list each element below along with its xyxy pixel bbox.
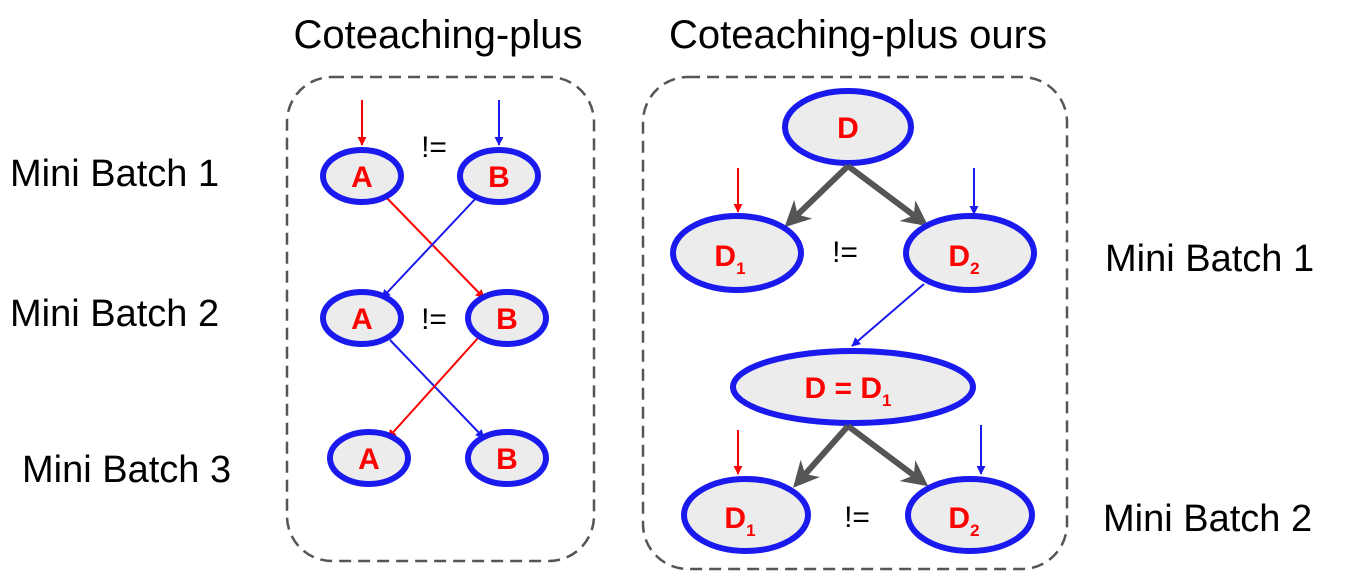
split-arrow-right-1	[846, 163, 929, 227]
node-a-batch-3	[327, 429, 411, 487]
node-b-batch-1	[457, 147, 541, 205]
node-d2-batch-2-label: D2	[948, 502, 979, 540]
split-arrow-right-2	[846, 423, 929, 487]
cross-arrow-a-to-b-1	[382, 193, 485, 299]
neq-batch-2: !=	[421, 303, 447, 336]
neq-right-batch-1: !=	[832, 236, 858, 269]
node-d-top	[782, 88, 914, 166]
node-merge-label: D = D1	[805, 372, 892, 410]
right-row-label-2: Mini Batch 2	[1103, 498, 1312, 540]
node-d1-batch-1	[670, 213, 804, 293]
neq-batch-1: !=	[421, 131, 447, 164]
node-d2-batch-1	[903, 213, 1037, 293]
node-d2-batch-2	[905, 476, 1035, 554]
node-d2-batch-1-label: D2	[948, 240, 979, 278]
right-panel-box	[641, 75, 1069, 571]
node-a-batch-2-label: A	[351, 303, 373, 336]
node-d1-batch-2	[681, 476, 811, 554]
left-panel-title: Coteaching-plus	[293, 13, 582, 57]
node-b-batch-2	[465, 289, 549, 347]
update-arrow-d2-to-merge	[851, 283, 925, 347]
cross-arrow-a-to-b-2	[389, 339, 485, 439]
left-panel-box	[285, 75, 596, 563]
neq-right-batch-2: !=	[844, 501, 870, 534]
split-arrow-left-1	[784, 163, 851, 228]
node-merge	[730, 348, 976, 426]
node-b-batch-1-label: B	[488, 161, 510, 194]
node-a-batch-1-label: A	[351, 161, 373, 194]
left-row-label-2: Mini Batch 2	[10, 293, 219, 335]
node-d1-batch-1-label: D1	[714, 240, 745, 278]
node-b-batch-3-label: B	[496, 443, 518, 476]
node-a-batch-3-label: A	[358, 443, 380, 476]
node-d1-batch-2-label: D1	[724, 502, 755, 540]
node-b-batch-3	[465, 429, 549, 487]
node-a-batch-2	[320, 289, 404, 347]
node-b-batch-2-label: B	[496, 303, 518, 336]
node-a-batch-1	[320, 147, 404, 205]
right-panel-title: Coteaching-plus ours	[669, 13, 1047, 57]
split-arrow-left-2	[793, 424, 851, 488]
cross-arrow-b-to-a-1	[381, 195, 479, 299]
left-row-label-3: Mini Batch 3	[22, 449, 231, 491]
node-d-top-label: D	[837, 112, 859, 145]
right-row-label-1: Mini Batch 1	[1105, 238, 1314, 280]
cross-arrow-b-to-a-2	[387, 337, 479, 439]
left-row-label-1: Mini Batch 1	[10, 153, 219, 195]
